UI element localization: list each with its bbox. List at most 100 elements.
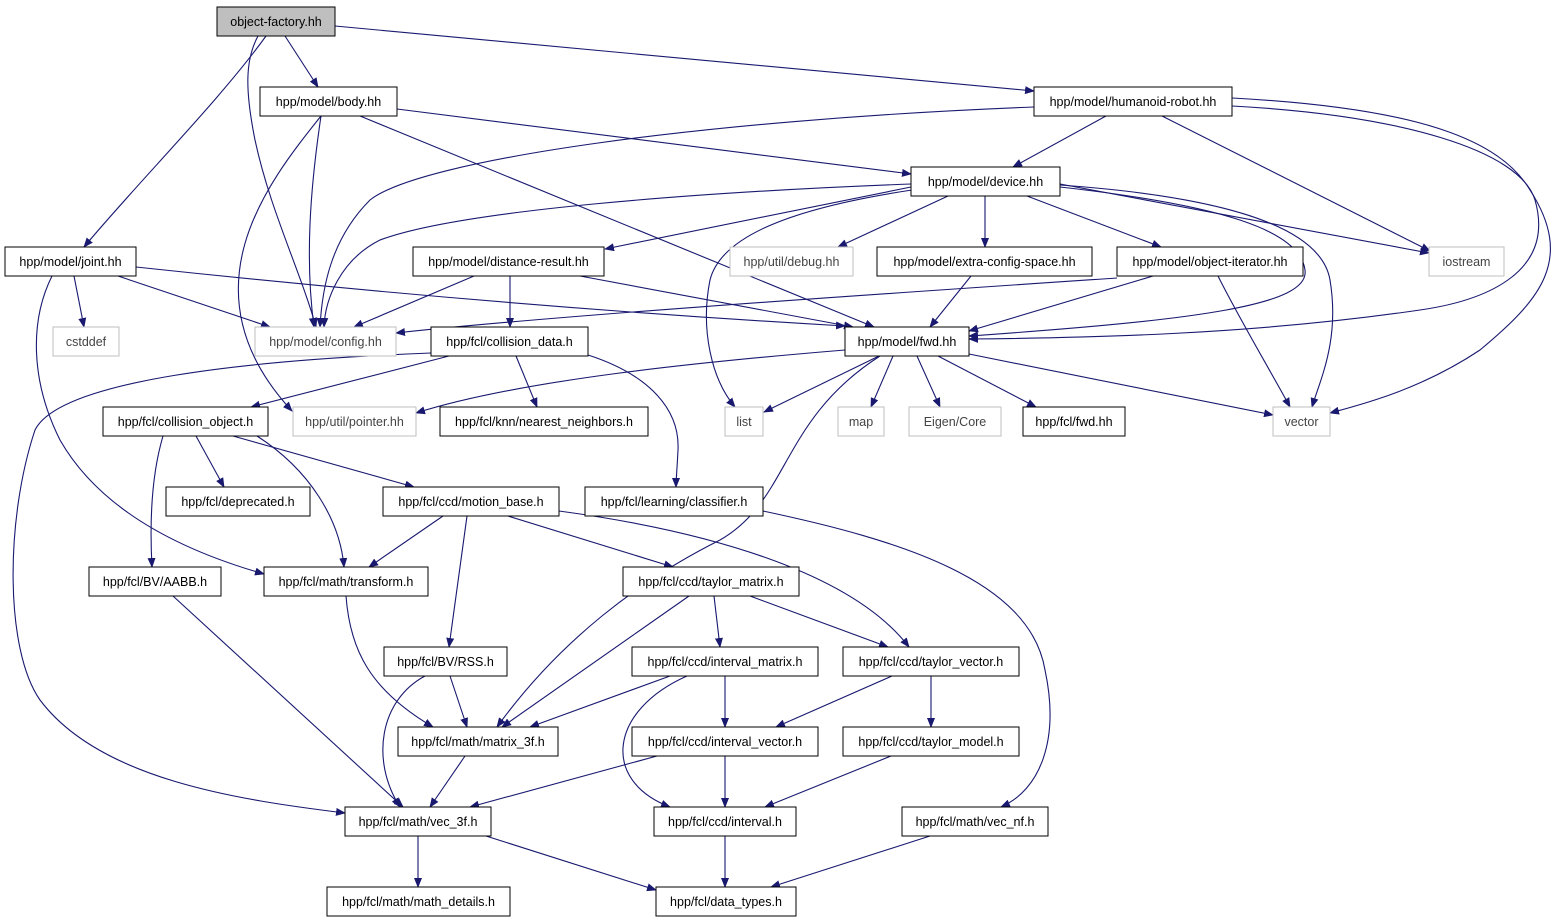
- node-fcl_rss[interactable]: hpp/fcl/BV/RSS.h: [383, 646, 508, 677]
- node-fcl_aabb[interactable]: hpp/fcl/BV/AABB.h: [88, 566, 222, 597]
- node-box: [908, 406, 1002, 437]
- edge-model_joint-to-model_config: [117, 275, 271, 328]
- node-fcl_mathdetails[interactable]: hpp/fcl/math/math_details.h: [326, 886, 511, 917]
- edge-model_humanoid-to-model_fwd: [968, 105, 1540, 343]
- node-fcl_motionbase[interactable]: hpp/fcl/ccd/motion_base.h: [382, 486, 560, 517]
- node-fcl_classifier[interactable]: hpp/fcl/learning/classifier.h: [584, 486, 764, 517]
- node-model_config: hpp/model/config.hh: [254, 326, 397, 357]
- node-fcl_taylormatrix[interactable]: hpp/fcl/ccd/taylor_matrix.h: [622, 566, 800, 597]
- node-fcl_interval[interactable]: hpp/fcl/ccd/interval.h: [653, 806, 797, 837]
- node-fcl_vec3f[interactable]: hpp/fcl/math/vec_3f.h: [344, 806, 492, 837]
- edge-model_humanoid-to-model_config: [316, 106, 1035, 328]
- node-box: [729, 246, 854, 277]
- node-box: [631, 726, 819, 757]
- node-fcl_fwd[interactable]: hpp/fcl/fwd.hh: [1022, 406, 1126, 437]
- node-fcl_colldata[interactable]: hpp/fcl/collision_data.h: [430, 326, 589, 357]
- edge-model_device-to-model_distance: [604, 186, 912, 252]
- node-label: hpp/fcl/learning/classifier.h: [601, 495, 748, 509]
- node-box: [216, 6, 336, 37]
- edge-object_factory-to-model_joint: [83, 35, 267, 248]
- edge-model_fwd-to-eigen_core: [916, 355, 941, 408]
- node-iostream: iostream: [1428, 246, 1505, 277]
- edge-fcl_collobj-to-fcl_aabb: [147, 435, 164, 568]
- node-fcl_datatypes[interactable]: hpp/fcl/data_types.h: [655, 886, 797, 917]
- node-box: [52, 326, 120, 357]
- node-eigen_core: Eigen/Core: [908, 406, 1002, 437]
- node-label: object-factory.hh: [230, 15, 322, 29]
- node-label: hpp/util/pointer.hh: [305, 415, 404, 429]
- edge-model_body-to-model_config: [308, 115, 322, 328]
- node-label: map: [849, 415, 873, 429]
- node-box: [1116, 246, 1304, 277]
- node-model_joint[interactable]: hpp/model/joint.hh: [4, 246, 137, 277]
- edge-model_humanoid-to-model_device: [1012, 115, 1107, 168]
- node-label: hpp/fcl/math/transform.h: [279, 575, 414, 589]
- edge-model_distance-to-model_config: [353, 275, 475, 328]
- node-label: hpp/fcl/deprecated.h: [181, 495, 294, 509]
- edge-model_objiter-to-model_config: [395, 277, 1118, 336]
- node-model_distance[interactable]: hpp/model/distance-result.hh: [412, 246, 605, 277]
- edge-model_device-to-util_debug: [837, 195, 949, 248]
- edge-fcl_vecnf-to-fcl_datatypes: [770, 835, 931, 889]
- node-object_factory[interactable]: object-factory.hh: [216, 6, 336, 37]
- node-box: [653, 806, 797, 837]
- edge-model_fwd-to-fcl_fwd: [937, 355, 1037, 408]
- node-model_humanoid[interactable]: hpp/model/humanoid-robot.hh: [1033, 86, 1233, 117]
- edges-layer: [12, 25, 1551, 892]
- edge-model_device-to-list: [705, 189, 913, 408]
- node-box: [165, 486, 311, 517]
- node-label: hpp/fcl/ccd/taylor_matrix.h: [638, 575, 783, 589]
- edge-fcl_aabb-to-fcl_vec3f: [172, 595, 404, 808]
- node-label: hpp/fcl/ccd/interval.h: [668, 815, 782, 829]
- edge-fcl_intvector-to-fcl_vec3f: [469, 755, 658, 809]
- node-fcl_matrix3f[interactable]: hpp/fcl/math/matrix_3f.h: [397, 726, 559, 757]
- node-box: [842, 646, 1020, 677]
- node-box: [439, 406, 649, 437]
- node-label: hpp/fcl/ccd/interval_matrix.h: [648, 655, 803, 669]
- node-label: hpp/fcl/collision_data.h: [446, 335, 573, 349]
- node-fcl_taylormodel[interactable]: hpp/fcl/ccd/taylor_model.h: [842, 726, 1020, 757]
- edge-model_device-to-iostream: [1059, 183, 1430, 256]
- node-box: [1272, 406, 1331, 437]
- node-box: [910, 166, 1061, 197]
- node-label: hpp/fcl/fwd.hh: [1035, 415, 1112, 429]
- edge-model_body-to-model_device: [396, 108, 912, 177]
- node-fcl_vecnf[interactable]: hpp/fcl/math/vec_nf.h: [901, 806, 1049, 837]
- edge-model_device-to-model_config: [320, 183, 912, 328]
- node-label: hpp/model/object-iterator.hh: [1133, 255, 1288, 269]
- node-fcl_knn[interactable]: hpp/fcl/knn/nearest_neighbors.h: [439, 406, 649, 437]
- edge-fcl_taylormatrix-to-fcl_taylorvector: [749, 595, 889, 648]
- node-fcl_intvector[interactable]: hpp/fcl/ccd/interval_vector.h: [631, 726, 819, 757]
- edge-model_objiter-to-model_fwd: [968, 275, 1154, 333]
- node-fcl_collobj[interactable]: hpp/fcl/collision_object.h: [102, 406, 269, 437]
- node-box: [102, 406, 269, 437]
- node-model_extra[interactable]: hpp/model/extra-config-space.hh: [876, 246, 1093, 277]
- node-box: [88, 566, 222, 597]
- node-label: hpp/model/distance-result.hh: [428, 255, 589, 269]
- node-util_debug: hpp/util/debug.hh: [729, 246, 854, 277]
- edge-model_extra-to-model_fwd: [929, 275, 972, 328]
- node-fcl_intmatrix[interactable]: hpp/fcl/ccd/interval_matrix.h: [631, 646, 819, 677]
- node-label: vector: [1284, 415, 1318, 429]
- node-util_pointer: hpp/util/pointer.hh: [292, 406, 417, 437]
- node-model_fwd[interactable]: hpp/model/fwd.hh: [844, 326, 970, 357]
- edge-fcl_matrix3f-to-fcl_vec3f: [429, 755, 466, 808]
- node-fcl_deprecated[interactable]: hpp/fcl/deprecated.h: [165, 486, 311, 517]
- edge-fcl_collobj-to-fcl_motionbase: [232, 435, 415, 489]
- node-label: iostream: [1443, 255, 1491, 269]
- node-fcl_taylorvector[interactable]: hpp/fcl/ccd/taylor_vector.h: [842, 646, 1020, 677]
- edge-model_body-to-model_fwd: [359, 115, 875, 328]
- node-label: hpp/model/fwd.hh: [858, 335, 957, 349]
- node-label: hpp/model/body.hh: [276, 95, 381, 109]
- node-fcl_transform[interactable]: hpp/fcl/math/transform.h: [263, 566, 429, 597]
- edge-fcl_collobj-to-fcl_transform: [256, 435, 348, 568]
- node-box: [1428, 246, 1505, 277]
- node-label: hpp/fcl/BV/RSS.h: [397, 655, 494, 669]
- node-model_body[interactable]: hpp/model/body.hh: [259, 86, 398, 117]
- node-model_objiter[interactable]: hpp/model/object-iterator.hh: [1116, 246, 1304, 277]
- node-label: hpp/model/device.hh: [928, 175, 1043, 189]
- node-label: hpp/fcl/knn/nearest_neighbors.h: [455, 415, 633, 429]
- node-model_device[interactable]: hpp/model/device.hh: [910, 166, 1061, 197]
- edge-fcl_intmatrix-to-fcl_interval: [622, 675, 688, 808]
